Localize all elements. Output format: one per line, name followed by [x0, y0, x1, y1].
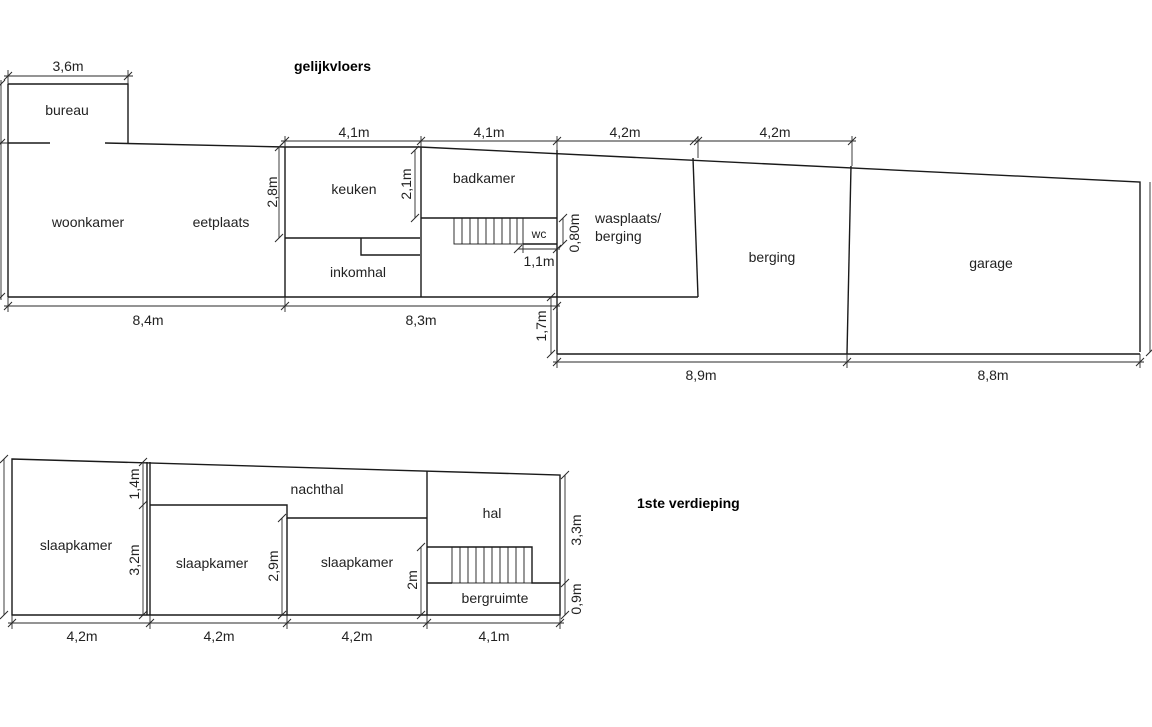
room-label-eetplaats: eetplaats [193, 214, 250, 230]
dim-label-bottom-left: 8,4m [132, 312, 163, 328]
dim-label-bottom-4: 4,1m [478, 628, 509, 644]
room-label-garage: garage [969, 255, 1013, 271]
room-label-wc: wc [531, 227, 547, 241]
dim-label-bottom-1: 4,2m [66, 628, 97, 644]
dim-label-bottom-right1: 8,9m [685, 367, 716, 383]
dim-label-slaapkamer3-depth: 2,9m [265, 550, 281, 581]
room-label-bergruimte: bergruimte [462, 590, 529, 606]
dim-label-bureau-width: 3,6m [52, 58, 83, 74]
room-label-keuken: keuken [331, 181, 376, 197]
dim-label-bottom-2: 4,2m [203, 628, 234, 644]
ground-floor-walls [7, 83, 1141, 355]
dim-label-offset: 1,7m [533, 310, 549, 341]
dim-label-keuken-width: 4,1m [338, 124, 369, 140]
room-label-wasplaats: wasplaats/ [594, 210, 661, 226]
room-label-nachthal: nachthal [291, 481, 344, 497]
room-label-wasplaats-berging: berging [595, 228, 642, 244]
first-floor-plan: slaapkamer slaapkamer slaapkamer nachtha… [0, 454, 740, 644]
dim-label-wasplaats-width: 4,2m [609, 124, 640, 140]
first-floor-title: 1ste verdieping [637, 495, 740, 511]
dim-label-bottom-3: 4,2m [341, 628, 372, 644]
room-label-slaapkamer-1: slaapkamer [40, 537, 113, 553]
room-label-slaapkamer-3: slaapkamer [321, 554, 394, 570]
room-label-berging: berging [749, 249, 796, 265]
dim-label-bergruimte-depth: 0,9m [568, 583, 584, 614]
dim-label-wc-depth: 0,80m [566, 214, 582, 253]
dim-label-hal-depth: 3,3m [568, 514, 584, 545]
first-floor-stairs [451, 546, 533, 584]
dim-label-bottom-right2: 8,8m [977, 367, 1008, 383]
first-floor-dimension-lines [0, 454, 570, 629]
room-label-hal: hal [483, 505, 502, 521]
room-label-woonkamer: woonkamer [51, 214, 125, 230]
dim-label-slaapkamer2-depth: 3,2m [126, 544, 142, 575]
ground-floor-plan: bureau woonkamer eetplaats keuken inkomh… [0, 58, 1152, 383]
room-label-badkamer: badkamer [453, 170, 516, 186]
room-label-bureau: bureau [45, 102, 89, 118]
dim-label-nachthal-depth: 1,4m [126, 468, 142, 499]
dim-label-badkamer-depth: 2,1m [398, 168, 414, 199]
ground-floor-dimension-lines [0, 70, 1152, 368]
ground-floor-stairs [453, 217, 524, 245]
dim-label-berging-width: 4,2m [759, 124, 790, 140]
room-label-slaapkamer-2: slaapkamer [176, 555, 249, 571]
dim-label-badkamer-width: 4,1m [473, 124, 504, 140]
room-label-inkomhal: inkomhal [330, 264, 386, 280]
dim-label-keuken-depth: 2,8m [264, 176, 280, 207]
dim-label-stair-depth: 2m [404, 570, 420, 589]
dim-label-bottom-mid: 8,3m [405, 312, 436, 328]
ground-floor-title: gelijkvloers [294, 58, 371, 74]
dim-label-wc-width: 1,1m [523, 253, 554, 269]
